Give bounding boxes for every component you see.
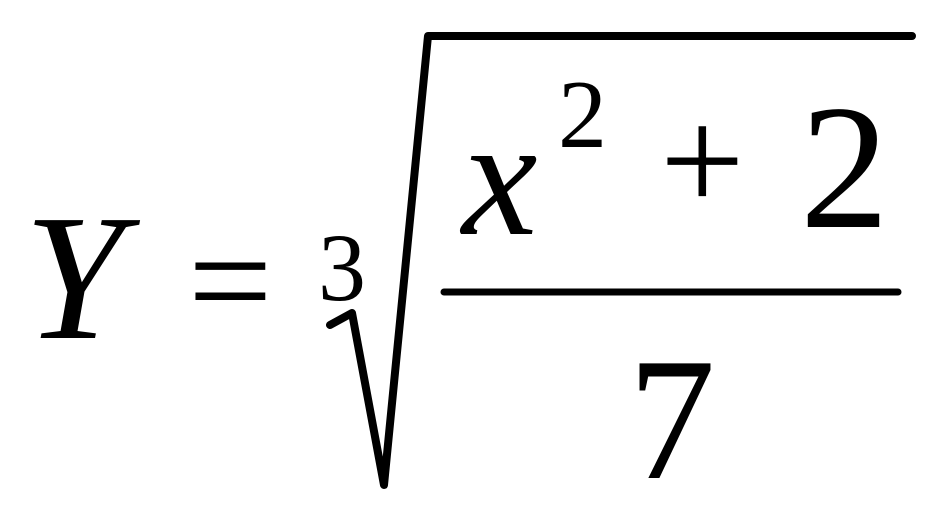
lhs-variable: Y [24, 178, 125, 377]
plus-operator: + [660, 78, 745, 244]
equals-sign: = [188, 198, 273, 364]
root-index: 3 [318, 214, 366, 321]
numerator-exponent: 2 [558, 61, 607, 169]
numerator-constant: 2 [800, 68, 889, 266]
numerator-variable: x [462, 83, 538, 271]
denominator-value: 7 [628, 322, 716, 516]
